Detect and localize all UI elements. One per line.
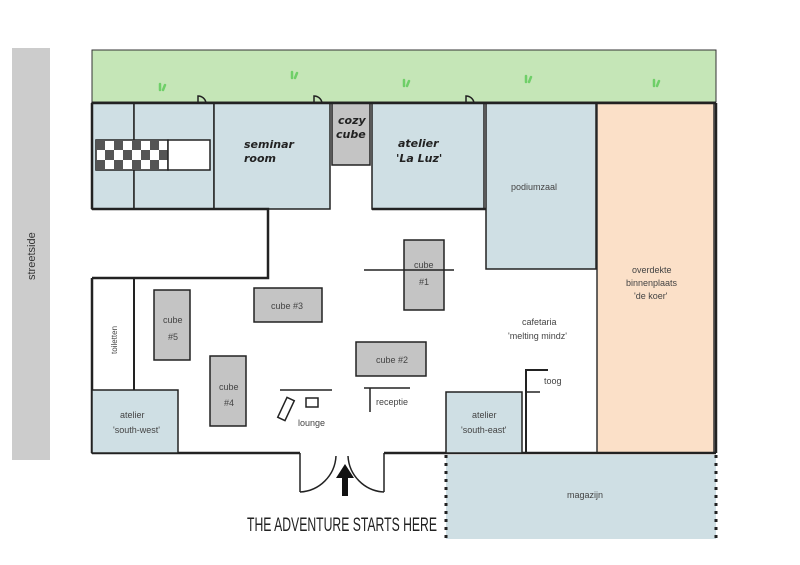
- room-cozy-cube: [331, 102, 371, 166]
- cube-1-label-2: #1: [419, 277, 429, 287]
- seminar-label-1: seminar: [244, 138, 294, 151]
- grass-tuft: [290, 70, 299, 80]
- cube-5-label-2: #5: [168, 332, 178, 342]
- door-arcs: [197, 95, 475, 104]
- room-atelier-south-east: [445, 391, 523, 454]
- cafetaria-label-1: cafetaria: [522, 317, 557, 327]
- room-atelier-south-west: [91, 389, 179, 454]
- seminar-label-2: room: [244, 152, 276, 165]
- podiumzaal-label: podiumzaal: [511, 182, 557, 192]
- room-seminar: [213, 102, 331, 210]
- grass-tuft: [402, 78, 411, 88]
- cube-4: [209, 355, 247, 427]
- atelier-sw-label-1: atelier: [120, 410, 145, 420]
- entrance-arrow: [336, 464, 354, 496]
- magazijn-label: magazijn: [567, 490, 603, 500]
- cube-4-label-1: cube: [219, 382, 239, 392]
- cube-1: [403, 239, 445, 311]
- outer-walls: [90, 101, 718, 455]
- binnenplaats-label-1: overdekte: [632, 265, 672, 275]
- toog-label: toog: [544, 376, 562, 386]
- atelier-luz-label-2: 'La Luz': [396, 152, 442, 165]
- room-podiumzaal: [485, 102, 597, 270]
- receptie-label: receptie: [376, 397, 408, 407]
- cozy-label-2: cube: [336, 128, 366, 141]
- garden: [91, 49, 717, 103]
- cube-3: [253, 287, 323, 323]
- adventure-headline: THE ADVENTURE STARTS HERE: [247, 515, 437, 536]
- cozy-label-1: cozy: [338, 114, 366, 127]
- lounge-sofa: [276, 396, 296, 422]
- cube-4-label-2: #4: [224, 398, 234, 408]
- room-magazijn: [446, 455, 716, 539]
- lounge-label: lounge: [298, 418, 325, 428]
- cube-2: [355, 341, 427, 377]
- cube-2-label: cube #2: [376, 355, 408, 365]
- streetside-label: streetside: [26, 232, 38, 280]
- grass-tuft: [158, 82, 167, 92]
- cube-3-label: cube #3: [271, 301, 303, 311]
- grass-tuft: [652, 78, 661, 88]
- atelier-luz-label-1: atelier: [398, 137, 439, 150]
- cafetaria-label-2: 'melting mindz': [508, 331, 567, 341]
- cube-1-label-1: cube: [414, 260, 434, 270]
- stair-pattern: [95, 139, 211, 171]
- atelier-se-label-1: atelier: [472, 410, 497, 420]
- atelier-se-label-2: 'south-east': [461, 425, 507, 435]
- cube-5-label-1: cube: [163, 315, 183, 325]
- binnenplaats-label-2: binnenplaats: [626, 278, 678, 288]
- entrance-doors: [299, 453, 385, 493]
- cube-5: [153, 289, 191, 361]
- grass-tuft: [524, 74, 533, 84]
- lounge-table: [305, 397, 319, 408]
- streetside-strip: [12, 48, 50, 460]
- toiletten-label: toiletten: [110, 326, 119, 354]
- receptie-desk: [364, 387, 410, 412]
- toog-counter: [525, 369, 548, 452]
- atelier-sw-label-2: 'south-west': [113, 425, 160, 435]
- binnenplaats-label-3: 'de koer': [634, 291, 668, 301]
